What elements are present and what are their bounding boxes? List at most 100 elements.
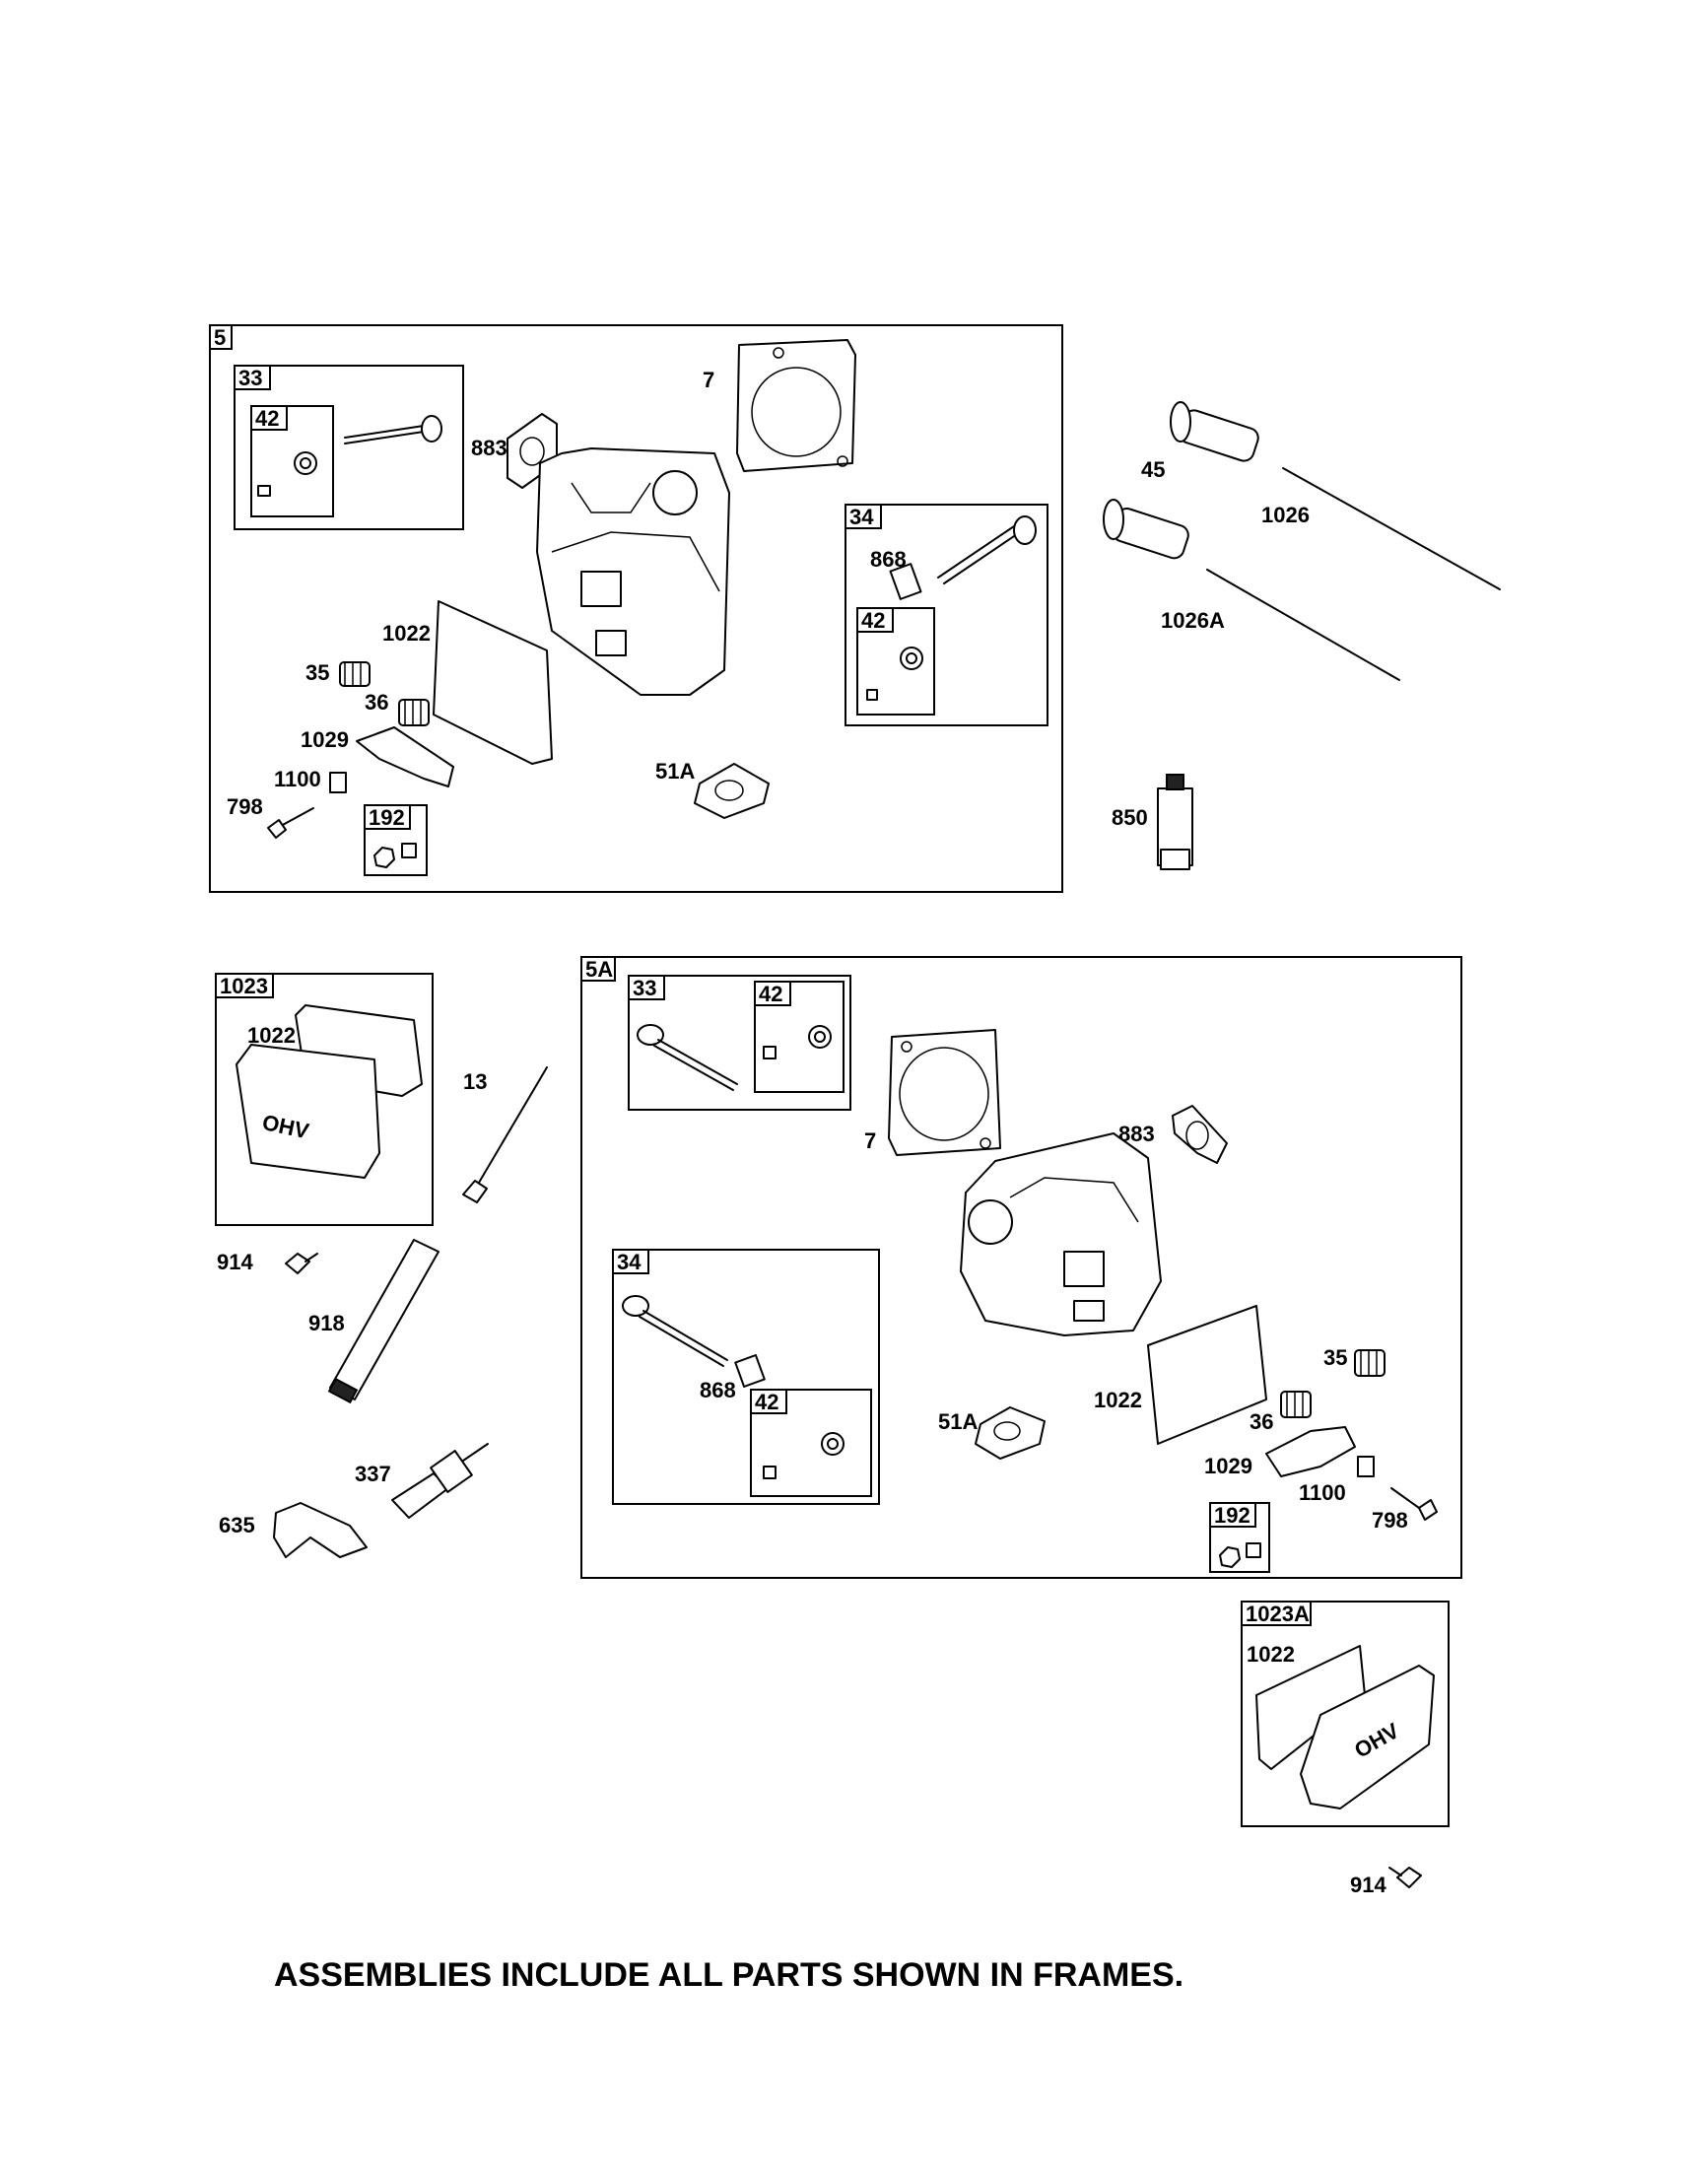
label-883-upper: 883: [471, 436, 507, 460]
head-gasket-icon: [736, 339, 856, 472]
label-36-lower: 36: [1250, 1409, 1273, 1434]
screw-icon: [285, 1253, 318, 1274]
label-1022-lower: 1022: [1094, 1388, 1142, 1412]
frame-42-upper-a: [250, 405, 334, 517]
exhaust-valve-icon: [937, 515, 1037, 584]
rocker-pivot-icon: [1357, 1456, 1375, 1477]
frame-42-upper-b: [856, 607, 935, 716]
label-13: 13: [463, 1069, 487, 1094]
frame-33-upper: [234, 365, 464, 530]
spark-plug-icon: [391, 1443, 489, 1519]
label-914-right: 914: [1350, 1873, 1386, 1897]
label-1022-box: 1022: [1247, 1642, 1295, 1667]
bolt-icon: [462, 1066, 548, 1203]
exhaust-valve-icon: [622, 1295, 728, 1367]
rocker-stud-icon: [267, 807, 314, 839]
frame-42-lower-a-tag: 42: [759, 982, 782, 1006]
frame-34-upper: [845, 504, 1048, 726]
rocker-cover-icon: [236, 1044, 380, 1179]
frame-33-lower-tag: 33: [633, 976, 656, 1000]
frame-1023A: 1023A OHV: [1241, 1601, 1450, 1827]
sealant-tube-icon: [1157, 774, 1193, 870]
spark-plug-boot-icon: [273, 1502, 368, 1558]
rocker-cover-icon: [1300, 1665, 1435, 1809]
frame-33-lower: [628, 975, 851, 1111]
frame-1023A-tag: 1023A: [1246, 1602, 1310, 1626]
frame-42-upper-a-tag: 42: [255, 406, 279, 431]
frame-192-upper-tag: 192: [369, 805, 405, 830]
valve-spring-icon: [339, 661, 371, 687]
label-1022-upper: 1022: [382, 621, 431, 646]
push-rod-icon: [1206, 569, 1400, 681]
valve-45-b: [1103, 499, 1189, 560]
rocker-stud-icon: [1390, 1487, 1438, 1521]
label-798-upper: 798: [227, 794, 263, 819]
label-1022-left: 1022: [247, 1023, 296, 1048]
frame-5A: 5A 33 42 7 883: [580, 956, 1462, 1579]
nut-icon: [373, 847, 395, 868]
label-1026: 1026: [1261, 503, 1310, 527]
frame-42-lower-b: [750, 1389, 872, 1497]
label-337: 337: [355, 1462, 391, 1486]
frame-1023: 1023 OHV: [215, 973, 434, 1226]
label-635: 635: [219, 1513, 255, 1537]
frame-33-upper-tag: 33: [238, 366, 262, 390]
label-1100-lower: 1100: [1299, 1480, 1346, 1505]
valve-45: [1170, 401, 1259, 462]
frame-192-lower-tag: 192: [1214, 1503, 1251, 1528]
label-35-lower: 35: [1323, 1345, 1347, 1370]
label-918: 918: [308, 1311, 345, 1335]
label-1029-upper: 1029: [301, 727, 349, 752]
frame-42-lower-a: [754, 981, 845, 1093]
rocker-gasket-icon: [1147, 1305, 1267, 1445]
rocker-arm-icon: [1265, 1426, 1356, 1477]
nut-icon: [1219, 1546, 1241, 1568]
frame-1023-tag: 1023: [220, 974, 268, 998]
valve-keeper-icon: [257, 485, 271, 497]
label-51A-upper: 51A: [655, 759, 695, 784]
label-51A-lower: 51A: [938, 1409, 978, 1434]
frame-5: 5 33 42 7 883: [209, 324, 1063, 893]
frame-5A-tag: 5A: [585, 957, 613, 982]
frame-34-lower: [612, 1249, 880, 1505]
label-7-lower: 7: [864, 1128, 876, 1153]
label-45: 45: [1141, 457, 1165, 482]
cylinder-head-icon: [536, 447, 730, 696]
frame-34-upper-tag: 34: [849, 505, 874, 529]
intake-valve-icon: [637, 1024, 738, 1091]
frame-5-tag: 5: [214, 325, 226, 350]
intake-valve-icon: [344, 415, 442, 444]
valve-guide-icon: [889, 563, 922, 600]
set-screw-icon: [401, 843, 417, 858]
rocker-pivot-icon: [329, 772, 347, 793]
label-868-upper: 868: [870, 547, 907, 572]
label-1100-upper: 1100: [274, 767, 321, 791]
frame-34-lower-tag: 34: [617, 1250, 642, 1274]
cylinder-head-icon: [960, 1132, 1162, 1336]
frame-42-lower-b-tag: 42: [755, 1390, 778, 1414]
label-1026A: 1026A: [1161, 608, 1225, 633]
rocker-gasket-icon: [433, 600, 553, 765]
intake-gasket-icon: [1172, 1105, 1228, 1164]
set-screw-icon: [1246, 1542, 1261, 1558]
valve-spring-icon: [1354, 1349, 1386, 1377]
label-36-upper: 36: [365, 690, 388, 715]
label-914-left: 914: [217, 1250, 253, 1274]
rocker-arm-icon: [356, 726, 454, 787]
valve-spring-icon: [1280, 1391, 1312, 1418]
frame-42-upper-b-tag: 42: [861, 608, 885, 633]
valve-guide-icon: [734, 1354, 766, 1388]
label-850: 850: [1112, 805, 1148, 830]
screw-icon: [1388, 1867, 1422, 1888]
label-35-upper: 35: [305, 660, 329, 685]
valve-spring-icon: [398, 699, 430, 726]
label-868-lower: 868: [700, 1378, 736, 1402]
label-1029-lower: 1029: [1204, 1454, 1252, 1478]
label-7-upper: 7: [703, 368, 714, 392]
footer-note: ASSEMBLIES INCLUDE ALL PARTS SHOWN IN FR…: [274, 1956, 1184, 1994]
label-798-lower: 798: [1372, 1508, 1408, 1533]
exhaust-gasket-icon: [975, 1406, 1046, 1460]
exhaust-gasket-icon: [694, 763, 770, 819]
head-gasket-icon: [888, 1029, 1001, 1156]
